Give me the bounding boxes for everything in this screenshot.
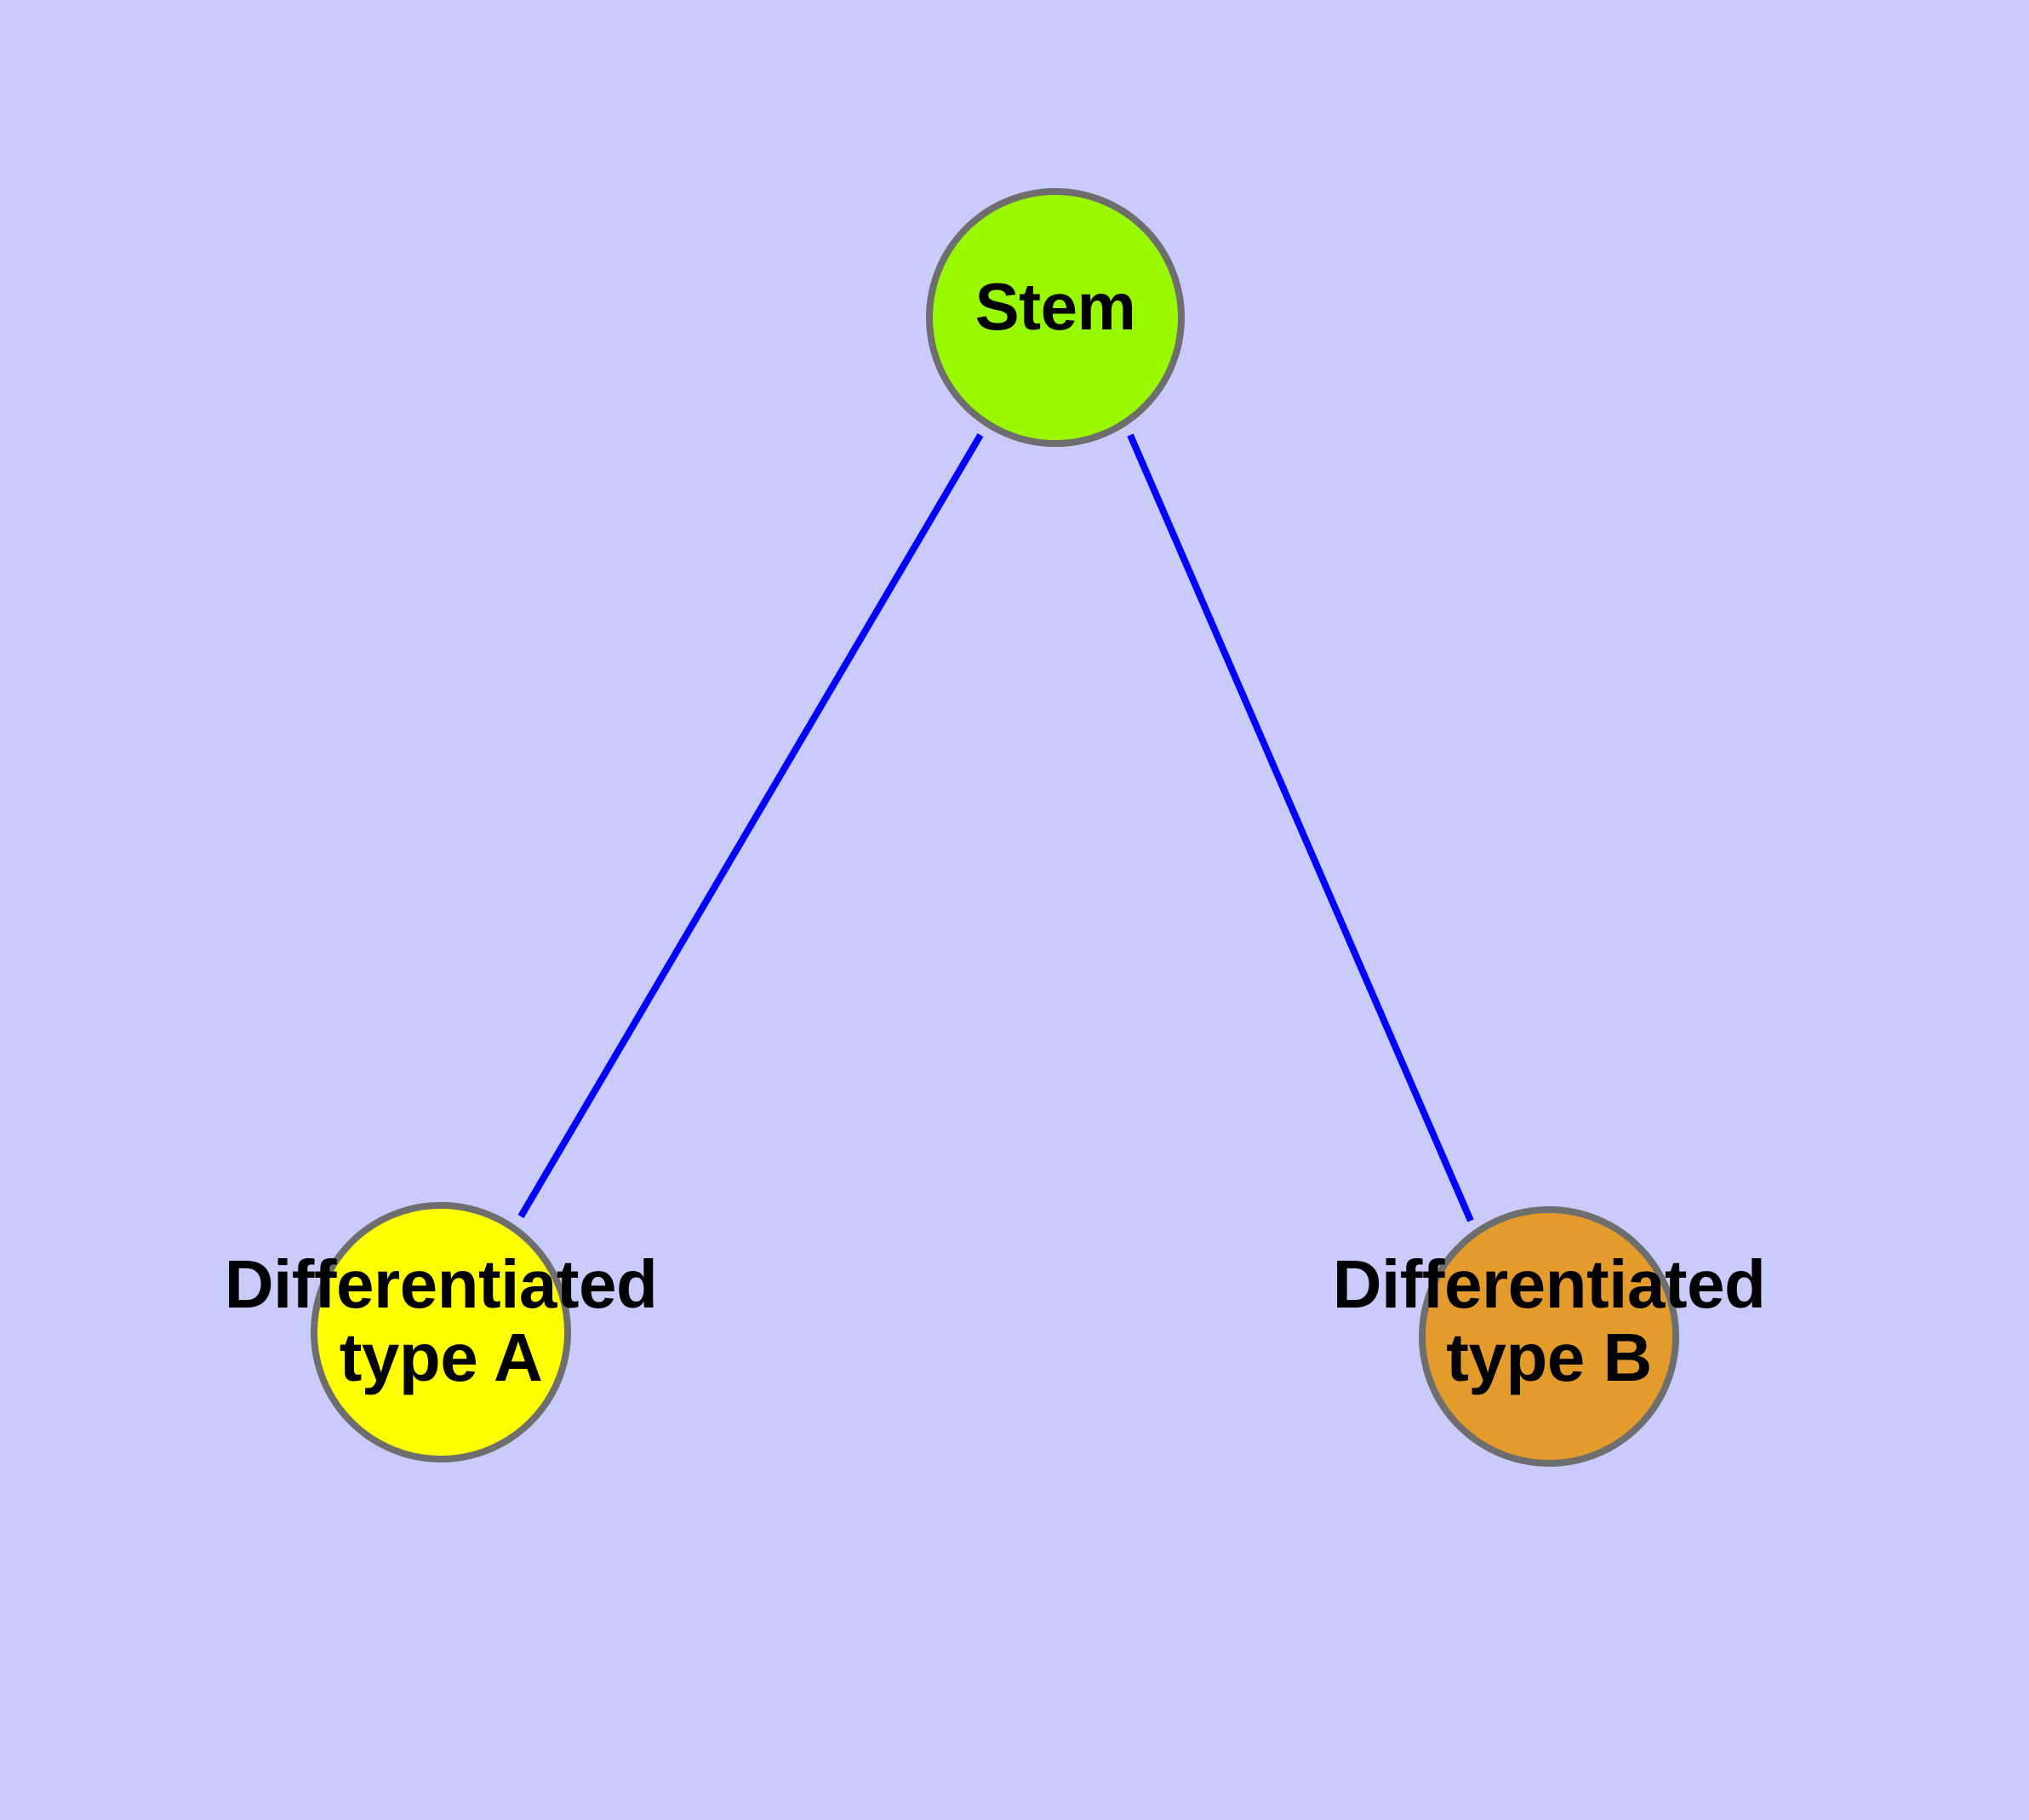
node-stem[interactable]: [926, 188, 1185, 447]
node-label-stem: Stem: [974, 269, 1136, 344]
edge-stem-to-differentiated-type-b: [1127, 433, 1474, 1222]
node-differentiated-type-a[interactable]: [311, 1202, 571, 1462]
node-label-differentiated-type-b: Differentiated type B: [1332, 1246, 1766, 1396]
node-differentiated-type-b[interactable]: [1419, 1206, 1679, 1467]
edge-stem-to-differentiated-type-a: [517, 432, 984, 1219]
node-label-differentiated-type-a: Differentiated type A: [224, 1246, 658, 1396]
